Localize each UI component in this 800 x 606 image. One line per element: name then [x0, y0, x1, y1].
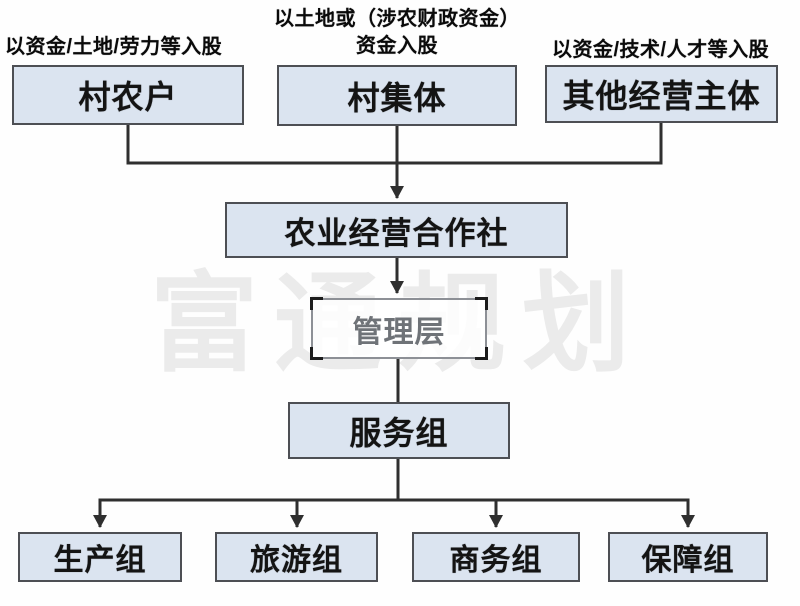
node-agricultural-cooperative: 农业经营合作社: [225, 202, 568, 258]
node-other-operators: 其他经营主体: [545, 65, 778, 123]
node-support-group: 保障组: [608, 532, 768, 582]
note-village-collective-line2: 资金入股: [356, 35, 438, 57]
node-village-collective: 村集体: [277, 65, 517, 126]
note-other-operators: 以资金/技术/人才等入股: [552, 39, 770, 61]
node-management-label: 管理层: [352, 315, 446, 349]
node-tourism-group: 旅游组: [215, 532, 378, 582]
node-service-group: 服务组: [288, 402, 510, 459]
selection-handle-icon: [310, 347, 323, 360]
note-village-farmers: 以资金/土地/劳力等入股: [5, 36, 223, 58]
node-village-farmers: 村农户: [12, 65, 244, 125]
node-business-group: 商务组: [412, 532, 580, 582]
note-village-collective: 以土地或（涉农财政资金） 资金入股: [240, 6, 554, 60]
selection-handle-icon: [475, 347, 488, 360]
selection-handle-icon: [475, 297, 488, 310]
selection-handle-icon: [310, 297, 323, 310]
note-village-collective-line1: 以土地或（涉农财政资金）: [274, 8, 520, 30]
node-management-layer: 管理层: [310, 297, 488, 360]
node-production-group: 生产组: [18, 532, 182, 582]
